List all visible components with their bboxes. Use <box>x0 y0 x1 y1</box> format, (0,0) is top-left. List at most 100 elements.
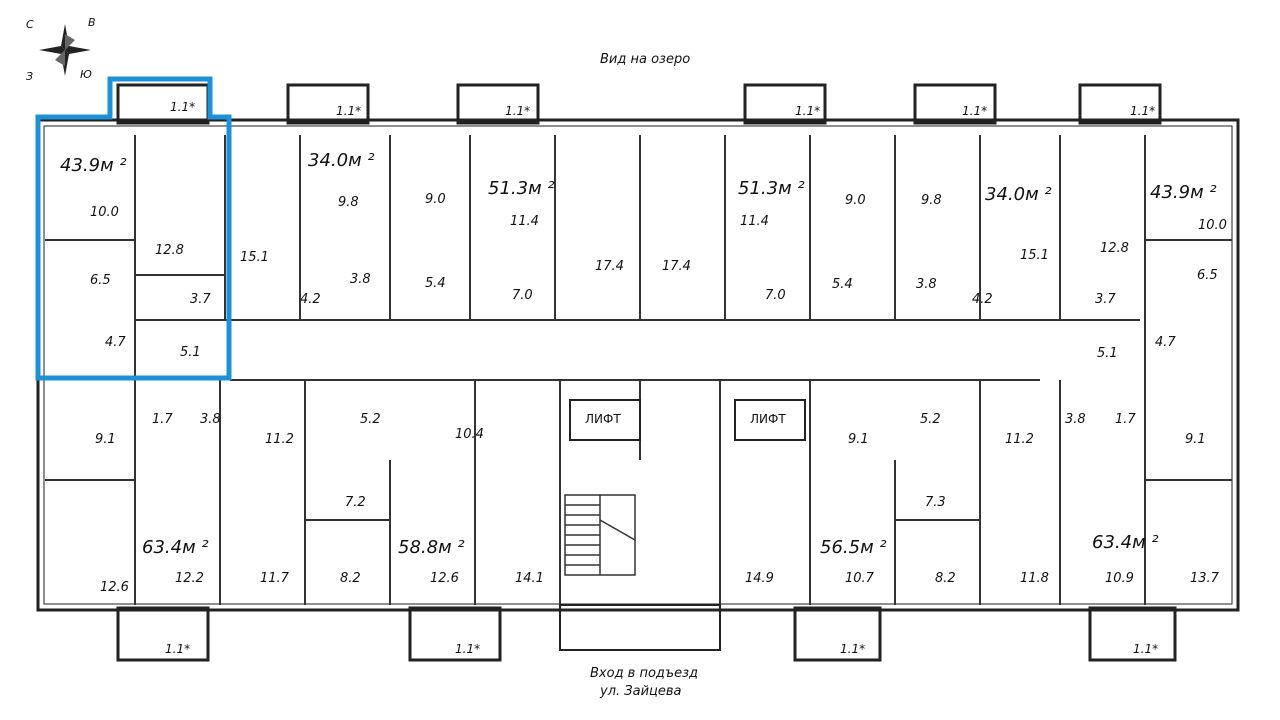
building-walls <box>36 118 1240 612</box>
room-area: 1.7 <box>152 412 173 427</box>
balcony-label-3: 1.1* <box>505 104 531 118</box>
compass-rose <box>39 24 91 76</box>
room-area: 7.2 <box>345 495 366 510</box>
room-area: 14.9 <box>745 571 774 586</box>
apartment-area-2: 34.0м ² <box>308 150 375 171</box>
room-area: 11.2 <box>1005 432 1034 447</box>
room-area: 11.4 <box>740 214 769 229</box>
entrance <box>559 604 721 651</box>
room-area: 9.0 <box>425 192 446 207</box>
lift-shafts <box>569 399 806 441</box>
room-area: 17.4 <box>662 259 691 274</box>
balconies-bottom <box>116 606 1177 662</box>
balcony-label-9: 1.1* <box>840 642 866 656</box>
room-area: 3.7 <box>190 292 211 307</box>
balcony-label-2: 1.1* <box>336 104 362 118</box>
balcony-label-7: 1.1* <box>165 642 191 656</box>
room-area: 10.0 <box>1198 218 1227 233</box>
room-area: 17.4 <box>595 259 624 274</box>
balcony-3 <box>456 83 540 125</box>
balcony-label-8: 1.1* <box>455 642 481 656</box>
room-area: 5.4 <box>832 277 853 292</box>
room-area: 5.2 <box>360 412 381 427</box>
bottom-caption-1: Вход в подъезд <box>590 666 699 681</box>
room-area: 3.8 <box>350 272 371 287</box>
highlight-outline <box>35 76 232 381</box>
balcony-label-1: 1.1* <box>170 100 196 114</box>
room-area: 15.1 <box>240 250 269 265</box>
corridor <box>135 319 1140 381</box>
room-area: 11.8 <box>1020 571 1049 586</box>
apartment-area-6: 43.9м ² <box>1150 182 1217 203</box>
lift-shaft-1 <box>569 399 641 441</box>
room-area: 12.6 <box>430 571 459 586</box>
room-area: 12.8 <box>1100 241 1129 256</box>
room-area: 12.8 <box>155 243 184 258</box>
room-area: 7.0 <box>765 288 786 303</box>
room-area: 5.1 <box>1097 346 1118 361</box>
room-area: 9.1 <box>95 432 116 447</box>
room-area: 1.7 <box>1115 412 1136 427</box>
staircase <box>564 494 636 576</box>
room-area: 4.2 <box>972 292 993 307</box>
balcony-4 <box>743 83 827 125</box>
room-area: 4.7 <box>1155 335 1176 350</box>
room-area: 10.9 <box>1105 571 1134 586</box>
room-area: 11.7 <box>260 571 289 586</box>
balcony-2 <box>286 83 370 125</box>
room-area: 10.4 <box>455 427 484 442</box>
balcony-label-6: 1.1* <box>1130 104 1156 118</box>
lift-shaft-2 <box>734 399 806 441</box>
room-area: 9.1 <box>848 432 869 447</box>
apartment-area-3: 51.3м ² <box>488 178 555 199</box>
compass-west: З <box>26 70 34 83</box>
apartment-area-4: 51.3м ² <box>738 178 805 199</box>
room-area: 7.3 <box>925 495 946 510</box>
room-area: 11.4 <box>510 214 539 229</box>
apartment-area-9: 56.5м ² <box>820 537 887 558</box>
compass-south: Ю <box>80 68 92 81</box>
balcony-label-4: 1.1* <box>795 104 821 118</box>
room-area: 4.2 <box>300 292 321 307</box>
balconies-top <box>116 83 1162 125</box>
room-area: 3.7 <box>1095 292 1116 307</box>
room-area: 9.1 <box>1185 432 1206 447</box>
room-area: 8.2 <box>340 571 361 586</box>
room-area: 12.6 <box>100 580 129 595</box>
room-area: 5.4 <box>425 276 446 291</box>
apartment-area-10: 63.4м ² <box>1092 532 1159 553</box>
balcony-7 <box>116 606 210 662</box>
balcony-label-5: 1.1* <box>962 104 988 118</box>
room-area: 9.0 <box>845 193 866 208</box>
room-area: 9.8 <box>921 193 942 208</box>
compass-east: В <box>88 16 96 29</box>
balcony-8 <box>408 606 502 662</box>
room-area: 4.7 <box>105 335 126 350</box>
room-area: 10.0 <box>90 205 119 220</box>
balcony-6 <box>1078 83 1162 125</box>
partitions <box>45 135 1232 605</box>
lift-label-2: ЛИФТ <box>750 412 786 426</box>
apartment-area-1: 43.9м ² <box>60 155 127 176</box>
apartment-area-7: 63.4м ² <box>142 537 209 558</box>
room-area: 3.8 <box>916 277 937 292</box>
room-area: 9.8 <box>338 195 359 210</box>
room-area: 15.1 <box>1020 248 1049 263</box>
balcony-9 <box>793 606 882 662</box>
compass-north: С <box>26 18 34 31</box>
balcony-10 <box>1088 606 1177 662</box>
room-area: 14.1 <box>515 571 544 586</box>
room-area: 5.1 <box>180 345 201 360</box>
room-area: 7.0 <box>512 288 533 303</box>
apartment-area-8: 58.8м ² <box>398 537 465 558</box>
room-area: 12.2 <box>175 571 204 586</box>
room-area: 6.5 <box>90 273 111 288</box>
balcony-5 <box>913 83 997 125</box>
apartment-area-5: 34.0м ² <box>985 184 1052 205</box>
room-area: 8.2 <box>935 571 956 586</box>
balcony-label-10: 1.1* <box>1133 642 1159 656</box>
room-area: 5.2 <box>920 412 941 427</box>
room-area: 11.2 <box>265 432 294 447</box>
room-area: 10.7 <box>845 571 874 586</box>
